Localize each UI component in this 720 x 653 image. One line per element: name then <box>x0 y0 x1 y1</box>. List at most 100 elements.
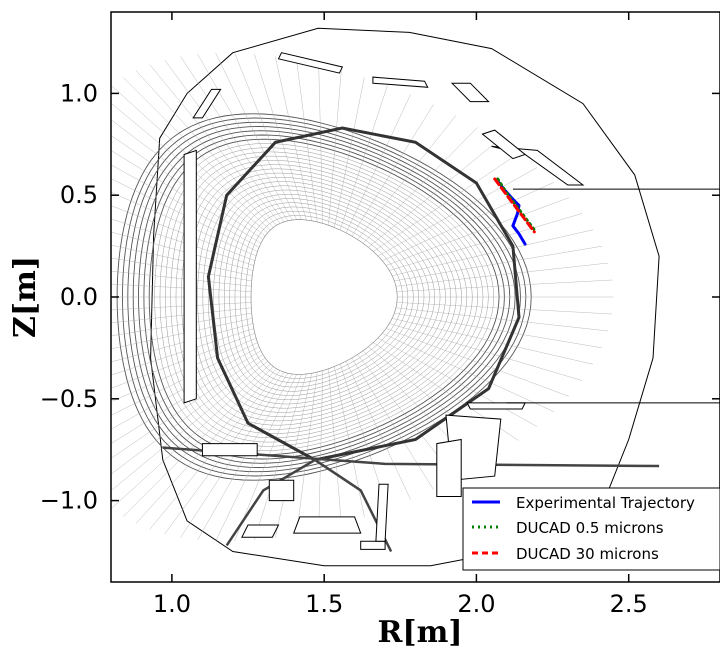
legend: Experimental Trajectory DUCAD 0.5 micron… <box>462 487 720 571</box>
wall-component <box>372 76 429 88</box>
mesh-radial-line <box>394 312 603 348</box>
legend-label-experimental: Experimental Trajectory <box>516 494 695 512</box>
mesh-radial-line <box>111 231 254 271</box>
wall-component <box>436 438 462 497</box>
mesh-radial-line <box>111 342 258 416</box>
mesh-radial-line <box>149 64 281 224</box>
y-tick-label: −1.0 <box>40 487 98 515</box>
wall-component <box>375 483 389 542</box>
mesh-radial-line <box>111 244 253 276</box>
mesh-radial-line <box>382 182 554 261</box>
mesh-radial-line <box>215 52 297 220</box>
mesh-radial-line <box>368 139 499 248</box>
mesh-radial-line <box>334 366 365 517</box>
mesh-radial-line <box>122 366 274 517</box>
mesh-radial-line <box>164 59 285 223</box>
wall-component <box>360 540 386 550</box>
mesh-radial-line <box>392 229 594 276</box>
mesh-core <box>250 219 398 375</box>
mesh-radial-line <box>111 312 252 337</box>
mesh-radial-line <box>111 333 255 389</box>
mesh-radial-line <box>111 150 262 244</box>
series-line-2 <box>493 177 536 234</box>
x-axis-title: R[m] <box>377 615 462 650</box>
y-axis-title: Z[m] <box>8 256 43 338</box>
mesh-radial-line <box>234 374 302 542</box>
divertor-leg <box>225 458 316 547</box>
mesh-radial-line <box>394 246 603 282</box>
wall-component <box>450 82 490 103</box>
mesh-radial-line <box>382 333 554 412</box>
mesh-radial-line <box>389 323 583 381</box>
mesh-radial-line <box>111 357 266 475</box>
mesh-radial-line <box>362 127 478 244</box>
mesh-radial-line <box>385 328 570 397</box>
mesh-radial-line <box>328 70 342 226</box>
mesh-radial-line <box>318 64 323 224</box>
mesh-radial-line <box>111 354 264 459</box>
legend-label-ducad-30: DUCAD 30 microns <box>516 545 659 563</box>
y-tick-label: 0.5 <box>60 181 98 209</box>
mesh-radial-line <box>395 307 609 332</box>
wall-component <box>268 479 295 502</box>
mesh-radial-line <box>389 213 583 271</box>
mesh-radial-line <box>111 328 254 376</box>
mesh-radial-line <box>396 279 613 292</box>
wall-component <box>183 149 197 404</box>
mesh-radial-line <box>377 337 538 427</box>
mesh-radial-line <box>377 167 538 257</box>
mesh-radial-line <box>234 52 302 220</box>
mesh-radial-line <box>111 270 252 287</box>
separatrix <box>206 126 521 462</box>
mesh-radial-line <box>111 164 260 248</box>
mesh-radial-line <box>296 372 318 535</box>
mesh-radial-line <box>328 368 342 524</box>
mesh-radial-line <box>111 119 266 237</box>
mesh-radial-line <box>111 135 264 240</box>
wall-component <box>292 516 362 534</box>
mesh-radial-line <box>122 77 274 228</box>
mesh-radial-line <box>339 85 388 231</box>
mesh-radial-line <box>111 283 252 292</box>
mesh-radial-line <box>111 205 255 261</box>
mesh-radial-line <box>111 307 252 324</box>
mesh-radial-line <box>334 77 365 228</box>
mesh-radial-line <box>318 370 323 530</box>
plot-area <box>111 27 720 567</box>
mesh-radial-line <box>111 337 257 403</box>
mesh-radial-line <box>395 262 609 287</box>
y-tick-label: −0.5 <box>40 385 98 413</box>
mesh-radial-line <box>111 350 262 444</box>
wall-components <box>183 52 720 550</box>
mesh-radial-line <box>351 357 434 490</box>
wall-component <box>241 524 280 538</box>
mesh-radial-line <box>215 374 297 542</box>
mesh-radial-line <box>392 318 594 365</box>
x-tick-label: 2.5 <box>610 590 648 618</box>
wall-component <box>201 443 258 457</box>
mesh-radial-line <box>385 197 570 266</box>
wall-component <box>192 88 222 119</box>
mesh-radial-line <box>111 302 252 311</box>
mesh-radial-line <box>135 70 277 226</box>
mesh-radial-line <box>111 346 260 430</box>
y-tick-label: 0.0 <box>60 283 98 311</box>
mesh-radial-line <box>357 115 457 240</box>
mesh-radial-line <box>111 178 258 252</box>
mesh-radial-line <box>373 153 519 252</box>
legend-label-ducad-05: DUCAD 0.5 microns <box>516 519 664 537</box>
mesh-radial-line <box>254 54 307 221</box>
x-tick-label: 1.5 <box>305 590 343 618</box>
mesh-radial-line <box>275 373 312 538</box>
wall-component <box>466 402 526 410</box>
mesh-radial-line <box>197 373 293 540</box>
mesh-radial-line <box>296 59 318 222</box>
y-tick-label: 1.0 <box>60 79 98 107</box>
mesh-radial-line <box>180 56 289 221</box>
mesh-radial-line <box>111 323 254 363</box>
mesh-grid <box>111 27 660 567</box>
mesh-radial-line <box>111 318 253 350</box>
x-tick-label: 1.0 <box>153 590 191 618</box>
